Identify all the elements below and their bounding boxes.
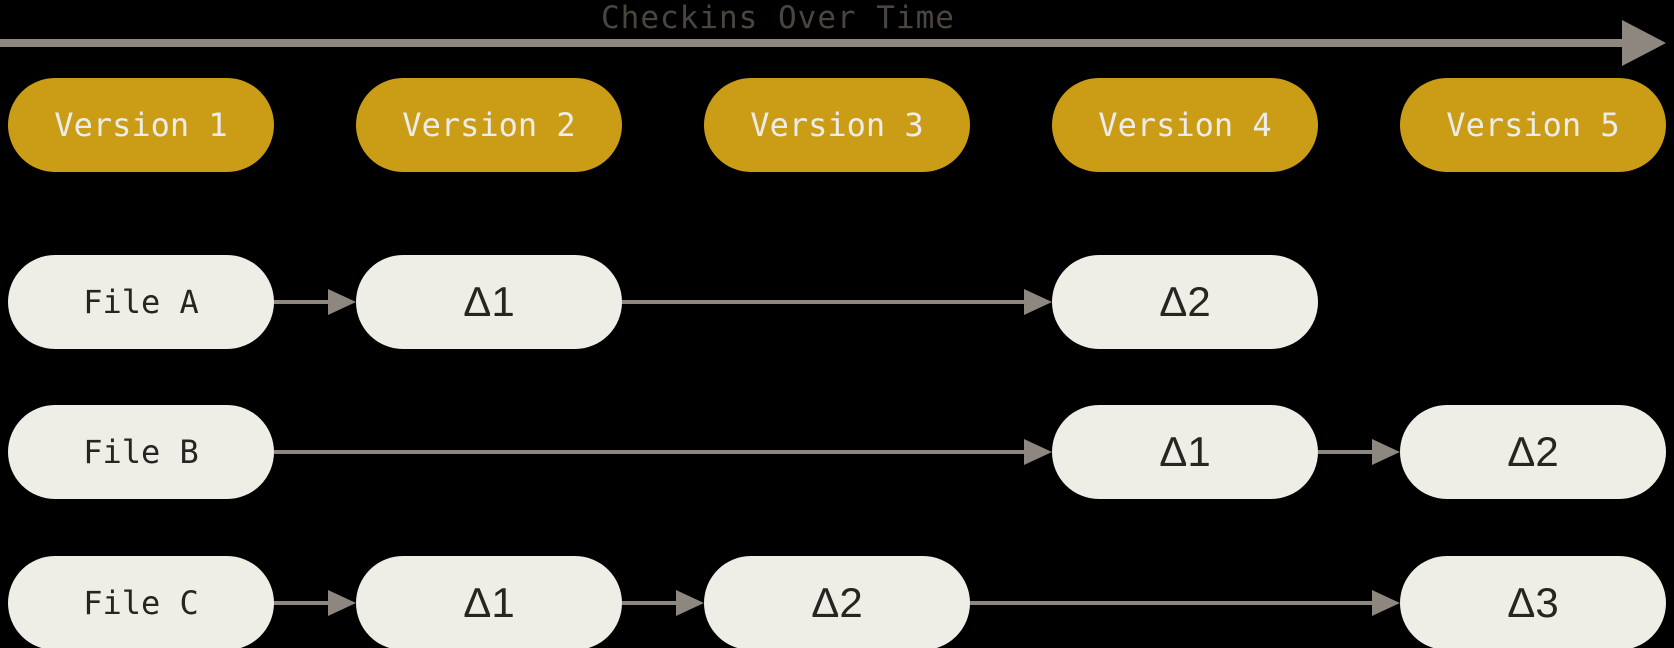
delta-label: Δ1 bbox=[463, 579, 515, 626]
file-b-delta2-pill: Δ2 bbox=[1400, 405, 1666, 499]
file-c-delta1-pill: Δ1 bbox=[356, 556, 622, 648]
version-label: Version 4 bbox=[1098, 106, 1272, 144]
version-label: Version 5 bbox=[1446, 106, 1620, 144]
delta-label: Δ1 bbox=[463, 278, 515, 325]
file-label: File A bbox=[83, 283, 199, 321]
file-label: File B bbox=[83, 433, 199, 471]
file-a-pill: File A bbox=[8, 255, 274, 349]
file-a-delta1-pill: Δ1 bbox=[356, 255, 622, 349]
file-b-pill: File B bbox=[8, 405, 274, 499]
arrow-line bbox=[970, 601, 1372, 605]
file-b-delta1-pill: Δ1 bbox=[1052, 405, 1318, 499]
arrowhead-icon bbox=[1024, 289, 1052, 315]
arrow-line bbox=[274, 300, 328, 304]
arrowhead-icon bbox=[328, 289, 356, 315]
arrow-line bbox=[1318, 450, 1372, 454]
arrowhead-icon bbox=[1024, 439, 1052, 465]
version-pill-4: Version 4 bbox=[1052, 78, 1318, 172]
arrow-line bbox=[274, 601, 328, 605]
version-pill-2: Version 2 bbox=[356, 78, 622, 172]
arrow-line bbox=[622, 300, 1024, 304]
version-pill-5: Version 5 bbox=[1400, 78, 1666, 172]
file-a-delta2-pill: Δ2 bbox=[1052, 255, 1318, 349]
delta-label: Δ1 bbox=[1159, 428, 1211, 475]
file-c-delta2-pill: Δ2 bbox=[704, 556, 970, 648]
arrowhead-icon bbox=[328, 590, 356, 616]
arrowhead-icon bbox=[1372, 439, 1400, 465]
arrowhead-icon bbox=[1372, 590, 1400, 616]
version-pill-1: Version 1 bbox=[8, 78, 274, 172]
delta-label: Δ2 bbox=[1507, 428, 1559, 475]
file-label: File C bbox=[83, 584, 199, 622]
version-label: Version 2 bbox=[402, 106, 576, 144]
timeline-arrowhead-icon bbox=[1622, 20, 1666, 66]
timeline-arrow-line bbox=[0, 39, 1624, 47]
delta-label: Δ2 bbox=[811, 579, 863, 626]
arrowhead-icon bbox=[676, 590, 704, 616]
timeline-title: Checkins Over Time bbox=[601, 0, 955, 36]
file-c-pill: File C bbox=[8, 556, 274, 648]
delta-label: Δ2 bbox=[1159, 278, 1211, 325]
version-label: Version 3 bbox=[750, 106, 924, 144]
version-pill-3: Version 3 bbox=[704, 78, 970, 172]
file-c-delta3-pill: Δ3 bbox=[1400, 556, 1666, 648]
version-label: Version 1 bbox=[54, 106, 228, 144]
arrow-line bbox=[622, 601, 676, 605]
delta-label: Δ3 bbox=[1507, 579, 1559, 626]
arrow-line bbox=[274, 450, 1024, 454]
